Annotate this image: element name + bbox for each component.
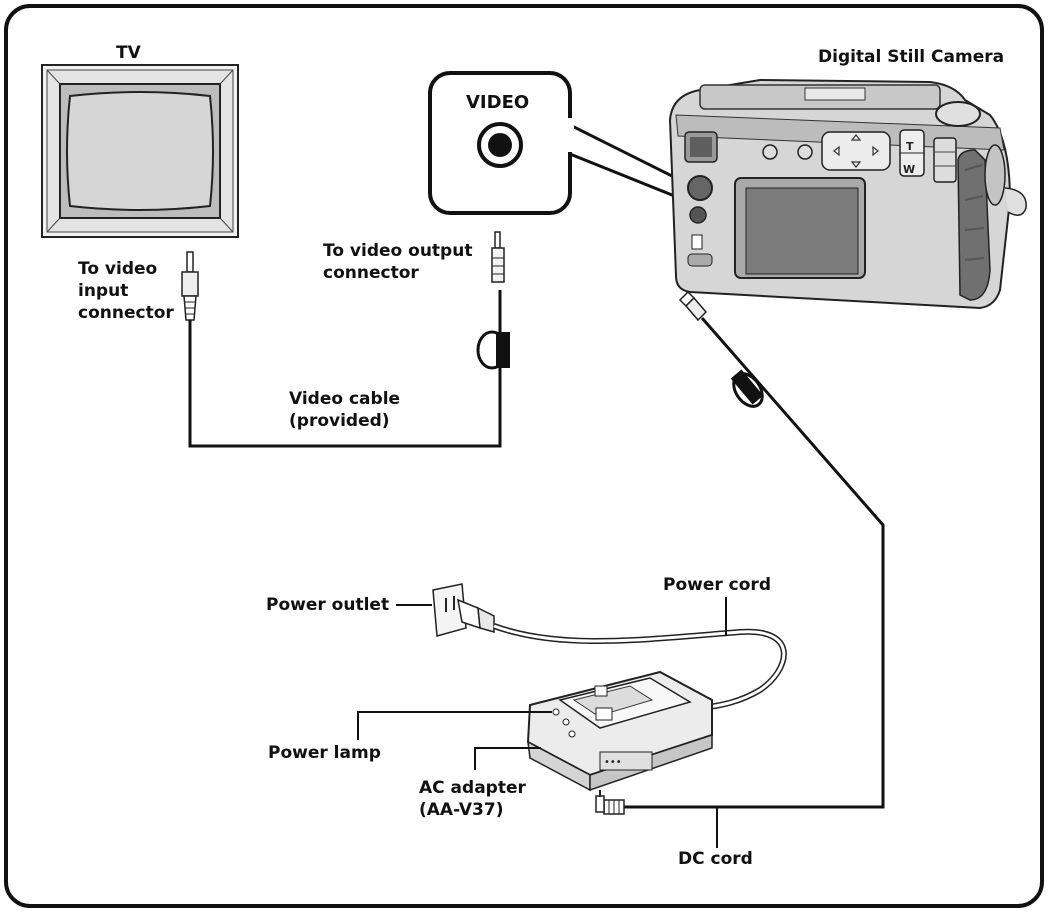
- power-plug: [457, 598, 495, 633]
- dc-cord-label: DC cord: [678, 849, 753, 869]
- to-video-input-label-1: To video: [78, 259, 158, 279]
- ferrite-core-video: [476, 330, 510, 370]
- digital-still-camera: [668, 78, 1027, 310]
- ac-adapter-label-1: AC adapter: [419, 778, 526, 798]
- power-lamp-label: Power lamp: [268, 743, 381, 763]
- leader-ac-adapter: [474, 747, 541, 770]
- video-callout: [428, 71, 703, 215]
- dc-plug-adapter: [595, 790, 625, 815]
- dc-plug-camera: [678, 290, 708, 322]
- to-video-output-label-1: To video output: [323, 241, 473, 261]
- to-video-input-label-3: connector: [78, 303, 174, 323]
- ac-adapter-label-2: (AA-V37): [419, 800, 504, 820]
- leader-power-lamp: [357, 711, 552, 740]
- tv-label: TV: [116, 43, 141, 63]
- ac-adapter: •••: [526, 670, 713, 792]
- power-outlet: [432, 583, 467, 637]
- to-video-input-label-2: input: [78, 281, 129, 301]
- dc-cord: [624, 317, 885, 809]
- tv-set: [41, 64, 239, 238]
- video-cable-label-2: (provided): [289, 411, 390, 431]
- video-callout-label: VIDEO: [466, 92, 530, 113]
- to-video-output-label-2: connector: [323, 263, 419, 283]
- zoom-w-label: W: [903, 163, 915, 176]
- video-cable-label-1: Video cable: [289, 389, 401, 409]
- ferrite-core-dc: [730, 369, 764, 408]
- power-cord-label: Power cord: [663, 575, 771, 595]
- svg-text:•••: •••: [604, 757, 622, 768]
- camera-label: Digital Still Camera: [818, 47, 1005, 67]
- power-outlet-label: Power outlet: [266, 595, 390, 615]
- zoom-t-label: T: [906, 140, 914, 153]
- rca-plug-tv: [181, 251, 199, 321]
- minijack-plug-camera: [491, 231, 505, 283]
